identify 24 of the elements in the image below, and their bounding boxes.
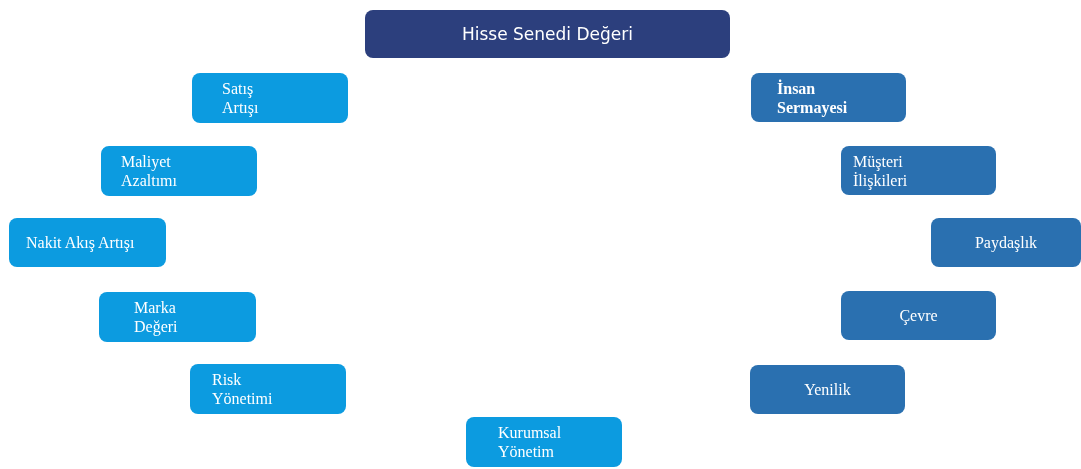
factor-box bbox=[192, 73, 348, 123]
factor-box bbox=[841, 291, 996, 340]
factor-box bbox=[99, 292, 256, 342]
title-box bbox=[365, 10, 730, 58]
factor-box bbox=[466, 417, 622, 467]
box-label: Kurumsal Yönetim bbox=[498, 423, 562, 461]
box-label: Yenilik bbox=[804, 380, 851, 399]
box-label: Müşteri İlişkileri bbox=[853, 151, 908, 190]
box-label: Risk Yönetimi bbox=[212, 370, 273, 408]
factor-box bbox=[190, 364, 346, 414]
box-label: Marka Değeri bbox=[134, 298, 178, 336]
factor-box bbox=[9, 218, 166, 267]
factor-box bbox=[751, 73, 906, 122]
box-label: İnsan Sermayesi bbox=[777, 78, 848, 117]
box-label: Satış Artışı bbox=[222, 79, 259, 117]
box-label: Paydaşlık bbox=[974, 233, 1038, 252]
factor-box bbox=[101, 146, 257, 196]
box-label: Nakit Akış Artışı bbox=[26, 233, 136, 252]
box-label: Çevre bbox=[899, 306, 938, 325]
box-label: Hisse Senedi Değeri bbox=[462, 24, 633, 44]
box-label: Maliyet Azaltımı bbox=[121, 152, 177, 190]
factor-box bbox=[841, 146, 996, 195]
factor-box bbox=[931, 218, 1081, 267]
factor-box bbox=[750, 365, 905, 414]
